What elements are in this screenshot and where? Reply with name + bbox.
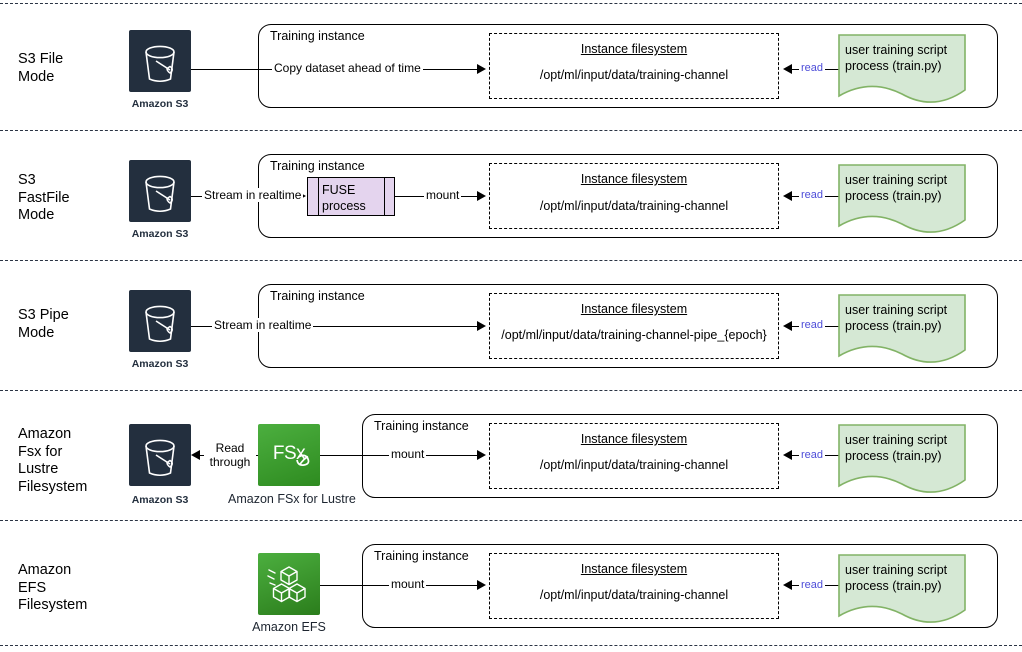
arrow-to-fs-row1 — [477, 64, 486, 74]
user-training-script-text-row2: user training script process (train.py) — [845, 173, 948, 203]
read-label-row2: read — [799, 189, 826, 201]
amazon-fsx-caption: Amazon FSx for Lustre — [228, 492, 356, 506]
edge-label-stream-realtime-row3: Stream in realtime — [212, 318, 314, 332]
arrow-read-row2 — [783, 191, 792, 201]
amazon-s3-icon-row2 — [129, 160, 191, 222]
edge-label-copy-dataset-row1: Copy dataset ahead of time — [272, 61, 423, 75]
row-separator-3 — [0, 390, 1022, 391]
instance-filesystem-box-row2 — [489, 163, 779, 229]
training-instance-title-row4: Training instance — [374, 419, 469, 433]
user-training-script-document-row4: user training script process (train.py) — [838, 424, 966, 496]
row-label-s3-file-mode: S3 File Mode — [18, 51, 64, 85]
instance-filesystem-title-row1: Instance filesystem — [580, 42, 688, 56]
amazon-s3-caption-row4: Amazon S3 — [131, 494, 189, 506]
instance-filesystem-title-row5: Instance filesystem — [580, 562, 688, 576]
arrow-read-row4 — [783, 450, 792, 460]
user-training-script-text-row1: user training script process (train.py) — [845, 43, 948, 73]
training-instance-title-row1: Training instance — [270, 29, 365, 43]
amazon-s3-icon-row3 — [129, 290, 191, 352]
fsx-glyph-text: FSx — [272, 443, 306, 464]
row-separator-bottom — [0, 645, 1022, 646]
instance-filesystem-title-row2: Instance filesystem — [580, 172, 688, 186]
row-label-s3-pipe-mode: S3 Pipe Mode — [18, 307, 69, 341]
row-label-amazon-fsx-lustre: Amazon Fsx for Lustre Filesystem — [18, 426, 88, 495]
edge-label-mount-row5: mount — [389, 577, 427, 591]
arrow-read-row5 — [783, 580, 792, 590]
instance-filesystem-box-row1 — [489, 33, 779, 99]
amazon-efs-icon — [258, 553, 320, 615]
arrow-read-through-row4 — [191, 450, 200, 460]
arrow-to-fs-row5 — [477, 580, 486, 590]
user-training-script-document-row5: user training script process (train.py) — [838, 554, 966, 626]
row-separator-4 — [0, 520, 1022, 521]
edge-label-stream-realtime-row2: Stream in realtime — [202, 188, 304, 202]
training-instance-title-row5: Training instance — [374, 549, 469, 563]
edge-label-mount-row2: mount — [424, 188, 462, 202]
read-label-row1: read — [799, 62, 826, 74]
amazon-s3-icon — [129, 30, 191, 92]
instance-filesystem-box-row4 — [489, 423, 779, 489]
row-label-s3-fastfile-mode: S3 FastFile Mode — [18, 172, 70, 223]
instance-filesystem-path-row5: /opt/ml/input/data/training-channel — [539, 588, 729, 602]
read-through-label-row4: Read through — [204, 441, 256, 469]
read-label-row3: read — [799, 319, 826, 331]
training-instance-box-row5 — [362, 544, 998, 628]
user-training-script-document-row3: user training script process (train.py) — [838, 294, 966, 366]
arrow-read-row1 — [783, 64, 792, 74]
row-separator-top — [0, 3, 1022, 4]
user-training-script-text-row3: user training script process (train.py) — [845, 303, 948, 333]
amazon-s3-icon-row4 — [129, 424, 191, 486]
amazon-s3-caption-row3: Amazon S3 — [131, 358, 189, 370]
amazon-s3-caption: Amazon S3 — [131, 98, 189, 110]
connector-s3-to-fs-row3 — [191, 326, 481, 327]
amazon-efs-caption: Amazon EFS — [252, 620, 326, 634]
instance-filesystem-box-row5 — [489, 553, 779, 619]
user-training-script-document-row2: user training script process (train.py) — [838, 164, 966, 236]
edge-label-mount-row4: mount — [389, 447, 427, 461]
row-separator-1 — [0, 130, 1022, 131]
instance-filesystem-path-row3: /opt/ml/input/data/training-channel-pipe… — [501, 328, 767, 342]
user-training-script-document-row1: user training script process (train.py) — [838, 34, 966, 106]
fuse-process-box-row2: FUSE process — [307, 177, 395, 216]
instance-filesystem-path-row4: /opt/ml/input/data/training-channel — [539, 458, 729, 472]
arrow-to-fs-row2 — [477, 191, 486, 201]
instance-filesystem-path-row1: /opt/ml/input/data/training-channel — [539, 68, 729, 82]
training-instance-box-row4 — [362, 414, 998, 498]
arrow-read-row3 — [783, 321, 792, 331]
training-instance-box-row1 — [258, 24, 998, 108]
amazon-s3-caption-row2: Amazon S3 — [131, 228, 189, 240]
training-instance-title-row2: Training instance — [270, 159, 365, 173]
arrow-to-fs-row3 — [477, 321, 486, 331]
arrow-to-fs-row4 — [477, 450, 486, 460]
row-separator-2 — [0, 260, 1022, 261]
training-instance-title-row3: Training instance — [270, 289, 365, 303]
fuse-process-text-row2: FUSE process — [322, 183, 366, 213]
read-label-row4: read — [799, 449, 826, 461]
instance-filesystem-title-row4: Instance filesystem — [580, 432, 688, 446]
user-training-script-text-row4: user training script process (train.py) — [845, 433, 948, 463]
instance-filesystem-box-row3 — [489, 293, 779, 359]
instance-filesystem-path-row2: /opt/ml/input/data/training-channel — [539, 199, 729, 213]
amazon-fsx-icon: FSx — [258, 424, 320, 486]
instance-filesystem-title-row3: Instance filesystem — [580, 302, 688, 316]
row-label-amazon-efs: Amazon EFS Filesystem — [18, 562, 88, 613]
read-label-row5: read — [799, 579, 826, 591]
user-training-script-text-row5: user training script process (train.py) — [845, 563, 948, 593]
